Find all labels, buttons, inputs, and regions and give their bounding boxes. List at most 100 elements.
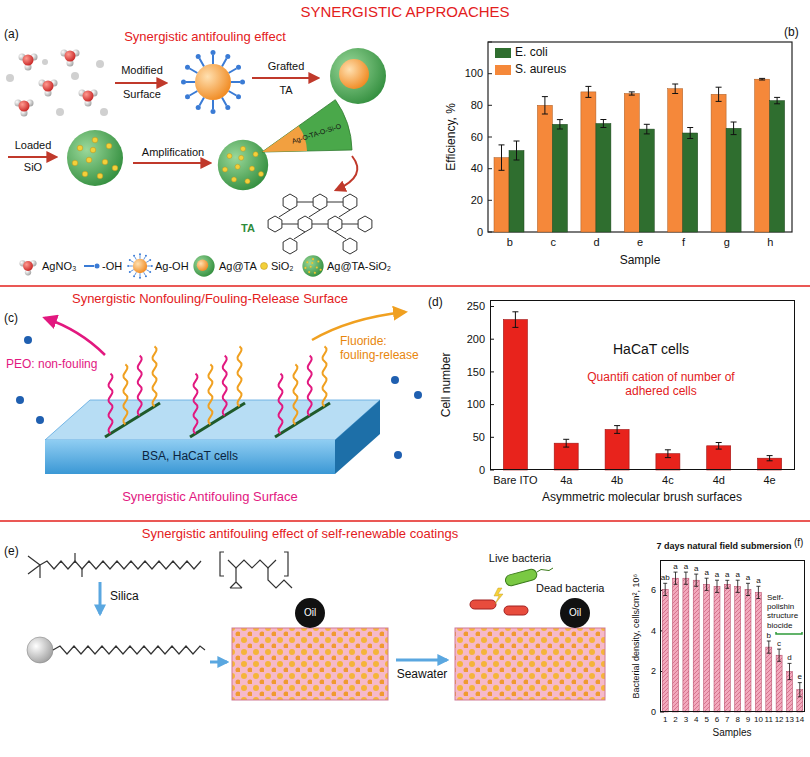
bacterial-density-chart — [776, 632, 802, 634]
callout-label: PEO: non-fouling — [6, 358, 97, 372]
tick-label: 1 — [663, 715, 667, 724]
node-text: Oil — [304, 607, 316, 619]
cell-count-chart — [490, 307, 782, 471]
caption-label: Synergistic Antifouling Surface — [122, 490, 298, 505]
efficiency-chart — [726, 128, 741, 232]
legend-text: E. coli — [515, 46, 548, 60]
node-text: Self-polishin structure biocide — [767, 593, 800, 630]
tick-label: 14 — [795, 715, 804, 724]
tick-label: f — [682, 236, 685, 249]
legend-icon — [193, 255, 214, 276]
cell-count-chart — [503, 320, 527, 470]
tannic-acid-structure — [343, 194, 357, 210]
panel-letter: (b) — [784, 26, 799, 40]
ag-oh-particle — [181, 50, 245, 114]
tick-label: 6 — [651, 585, 656, 595]
magnified-wedge — [262, 100, 352, 152]
axis-title: Bacterial density, cells/cm², 10⁶ — [631, 574, 641, 699]
tick-label: 4e — [763, 474, 775, 487]
tannic-acid-structure — [358, 216, 372, 232]
tick-label: Bare ITO — [493, 474, 537, 487]
ag-oh-particle — [181, 50, 245, 114]
silane-molecule — [28, 553, 82, 578]
legend-text: Ag-OH — [155, 260, 189, 273]
cell-count-chart — [503, 320, 781, 470]
tick-label: 4b — [611, 474, 623, 487]
tick-label: 200 — [467, 333, 485, 346]
copolymer-structure — [220, 552, 288, 576]
panel-letter: (e) — [4, 545, 19, 559]
tannic-acid-structure — [343, 238, 357, 254]
significance-letter: c — [777, 639, 781, 648]
coating-block — [232, 628, 605, 700]
node-text: BSA, HaCaT cells — [142, 450, 238, 464]
copolymer-structure — [228, 560, 276, 568]
node-text: Oil — [569, 607, 581, 619]
tick-label: 60 — [471, 131, 483, 144]
bacterial-density-chart — [735, 586, 741, 712]
callout-label: Dead bacteria — [536, 582, 605, 595]
efficiency-chart — [509, 151, 524, 233]
step-label: Loaded — [15, 139, 52, 152]
efficiency-chart — [596, 124, 611, 233]
silver-nitrate-molecules — [42, 59, 48, 65]
efficiency-chart — [624, 94, 639, 233]
panel-letter: (c) — [4, 312, 18, 326]
substrate-slab-face — [45, 400, 380, 440]
tick-label: 5 — [704, 715, 708, 724]
efficiency-chart — [711, 94, 726, 232]
bacterial-density-chart — [745, 589, 751, 712]
axis-title: Samples — [713, 727, 752, 739]
significance-letter: a — [684, 562, 688, 571]
step-label: Grafted — [268, 60, 305, 73]
tannic-acid-structure — [283, 194, 297, 210]
callout-label: Live bacteria — [489, 552, 551, 565]
polymer-brush — [108, 346, 326, 433]
tick-label: 100 — [467, 398, 485, 411]
legend-icon — [127, 253, 153, 279]
tick-label: c — [550, 236, 556, 249]
dead-bacterium — [470, 600, 496, 609]
significance-letter: d — [787, 653, 791, 662]
figure-title: SYNERGISTIC APPROACHES — [300, 3, 509, 20]
tick-label: 150 — [467, 366, 485, 379]
ag-ta-sio2-particle — [218, 140, 268, 190]
substrate-slab-face — [335, 400, 380, 474]
legend-icon — [127, 253, 153, 279]
polymer-brush — [123, 364, 127, 424]
legend-icon — [302, 255, 323, 276]
tick-label: d — [594, 236, 600, 249]
tannic-acid-structure — [313, 194, 327, 210]
section-heading: Synergistic antifouling effect of self-r… — [142, 527, 458, 542]
protein-dot — [16, 396, 24, 404]
silver-nitrate-molecules — [71, 72, 79, 80]
copolymer-structure — [230, 568, 292, 588]
efficiency-chart — [499, 78, 781, 170]
tick-label: 9 — [746, 715, 750, 724]
efficiency-chart — [668, 89, 683, 232]
tick-label: h — [767, 236, 773, 249]
tick-label: 7 — [725, 715, 729, 724]
dead-bacterium — [494, 588, 503, 604]
efficiency-chart — [581, 92, 596, 232]
magnified-wedge — [262, 100, 352, 152]
process-arrow — [252, 77, 318, 79]
axis-title: Cell number — [440, 353, 454, 418]
tick-label: 0 — [477, 226, 483, 239]
silver-nitrate-molecules — [100, 108, 108, 116]
tick-label: e — [637, 236, 643, 249]
legend-text: SiO₂ — [271, 260, 294, 273]
axis-title: Efficiency, % — [445, 103, 459, 171]
section-divider — [0, 286, 810, 521]
polymer-brush — [308, 356, 312, 416]
protein-dot — [24, 336, 32, 344]
axis-title: Asymmetric molecular brush surfaces — [542, 491, 742, 505]
tick-label: 11 — [765, 715, 773, 724]
bacterial-density-chart — [662, 578, 803, 712]
significance-letter: a — [746, 573, 750, 582]
legend-icon — [19, 260, 36, 275]
bacterial-density-chart — [755, 592, 761, 712]
silver-nitrate-molecules — [79, 90, 98, 107]
bacterial-density-chart — [663, 572, 802, 697]
polymer-brush — [208, 364, 212, 424]
